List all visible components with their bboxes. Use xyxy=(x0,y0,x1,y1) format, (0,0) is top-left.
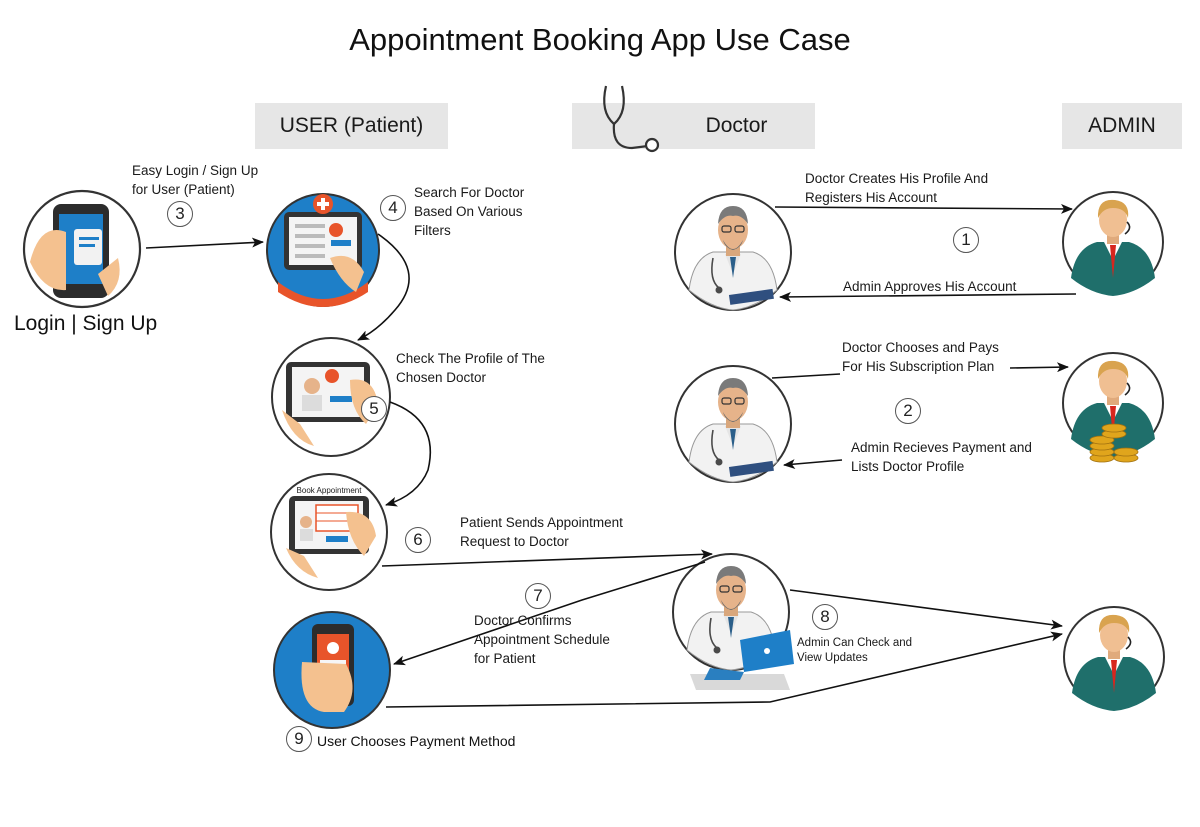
step-4-line1: Search For Doctor xyxy=(414,185,525,200)
step-7-line3: for Patient xyxy=(474,651,536,666)
lane-header-user: USER (Patient) xyxy=(255,103,448,149)
arrow-profile-to-book xyxy=(385,401,432,507)
arrow-doctor-pays-subscription xyxy=(771,373,841,379)
step-8-label: Admin Can Check and View Updates xyxy=(797,636,912,666)
doctor-avatar-2 xyxy=(674,365,792,483)
lane-header-doctor: Doctor xyxy=(572,103,815,149)
step-3-line2: for User (Patient) xyxy=(132,182,235,197)
step-3-line1: Easy Login / Sign Up xyxy=(132,163,259,178)
step-7-label: Doctor Confirms Appointment Schedule for… xyxy=(474,611,610,668)
step-3-label: Easy Login / Sign Up for User (Patient) xyxy=(132,161,258,199)
step-5-label: Check The Profile of The Chosen Doctor xyxy=(396,349,545,387)
step-number-7: 7 xyxy=(525,583,551,609)
step-number-1: 1 xyxy=(953,227,979,253)
search-tablet-icon xyxy=(266,193,380,307)
doctor-avatar-1 xyxy=(674,193,792,311)
doctor-creates-line1: Doctor Creates His Profile And xyxy=(805,171,989,186)
step-7-line1: Doctor Confirms xyxy=(474,613,572,628)
doctor-pays-line1: Doctor Chooses and Pays xyxy=(842,340,999,355)
lane-header-user-label: USER (Patient) xyxy=(279,114,424,137)
arrow-request-to-doctor xyxy=(381,549,713,567)
step-6-line2: Request to Doctor xyxy=(460,534,569,549)
arrow-doctor-confirms xyxy=(393,561,706,666)
step-6-label: Patient Sends Appointment Request to Doc… xyxy=(460,513,623,551)
step-number-3: 3 xyxy=(167,201,193,227)
step-8-line1: Admin Can Check and xyxy=(797,637,913,649)
step-7-line2: Appointment Schedule xyxy=(474,632,610,647)
step-4-line3: Filters xyxy=(414,223,451,238)
admin-avatar-1 xyxy=(1062,191,1164,297)
step-4-line2: Based On Various xyxy=(414,204,523,219)
lane-header-doctor-label: Doctor xyxy=(705,114,768,137)
step-6-line1: Patient Sends Appointment xyxy=(460,515,623,530)
step-number-5: 5 xyxy=(361,396,387,422)
doctor-pays-label: Doctor Chooses and Pays For His Subscrip… xyxy=(842,338,999,376)
step-5-line2: Chosen Doctor xyxy=(396,370,487,385)
admin-receives-payment-label: Admin Recieves Payment and Lists Doctor … xyxy=(851,438,1032,476)
arrow-doctor-creates-profile xyxy=(774,203,1073,214)
arrow-admin-lists-profile xyxy=(783,459,843,470)
step-8-line2: View Updates xyxy=(797,652,868,664)
doctor-pays-line2: For His Subscription Plan xyxy=(842,359,995,374)
arrow-search-to-profile xyxy=(357,233,410,341)
page-title: Appointment Booking App Use Case xyxy=(349,22,851,57)
step-number-9: 9 xyxy=(286,726,312,752)
doctor-creates-profile-label: Doctor Creates His Profile And Registers… xyxy=(805,169,988,207)
book-appointment-screen-label: Book Appointment xyxy=(297,486,363,495)
payment-phone-icon xyxy=(273,611,391,729)
lane-header-admin: ADMIN xyxy=(1062,103,1182,149)
login-label: Login | Sign Up xyxy=(14,312,158,335)
coin-stack-icon xyxy=(1089,423,1139,463)
admin-approves-label: Admin Approves His Account xyxy=(843,279,1017,294)
admin-avatar-3 xyxy=(1063,606,1165,712)
step-number-2: 2 xyxy=(895,398,921,424)
book-appointment-tablet-icon xyxy=(270,473,388,591)
admin-receives-line1: Admin Recieves Payment and xyxy=(851,440,1032,455)
login-phone-icon xyxy=(22,189,142,309)
doctor-creates-line2: Registers His Account xyxy=(805,190,938,205)
laptop-icon xyxy=(690,630,794,690)
arrow-doctor-to-admin-updates xyxy=(789,589,1063,630)
profile-tablet-icon xyxy=(271,337,391,457)
lane-header-admin-label: ADMIN xyxy=(1088,114,1156,137)
step-number-8: 8 xyxy=(812,604,838,630)
step-9-label: User Chooses Payment Method xyxy=(317,733,516,749)
step-number-4: 4 xyxy=(380,195,406,221)
arrow-admin-approves xyxy=(779,291,1077,302)
step-4-label: Search For Doctor Based On Various Filte… xyxy=(414,183,524,240)
step-5-line1: Check The Profile of The xyxy=(396,351,545,366)
stethoscope-icon xyxy=(603,85,660,153)
admin-receives-line2: Lists Doctor Profile xyxy=(851,459,965,474)
step-number-6: 6 xyxy=(405,527,431,553)
arrow-login-to-search xyxy=(145,237,264,249)
arrow-user-to-admin-updates xyxy=(385,631,1063,708)
